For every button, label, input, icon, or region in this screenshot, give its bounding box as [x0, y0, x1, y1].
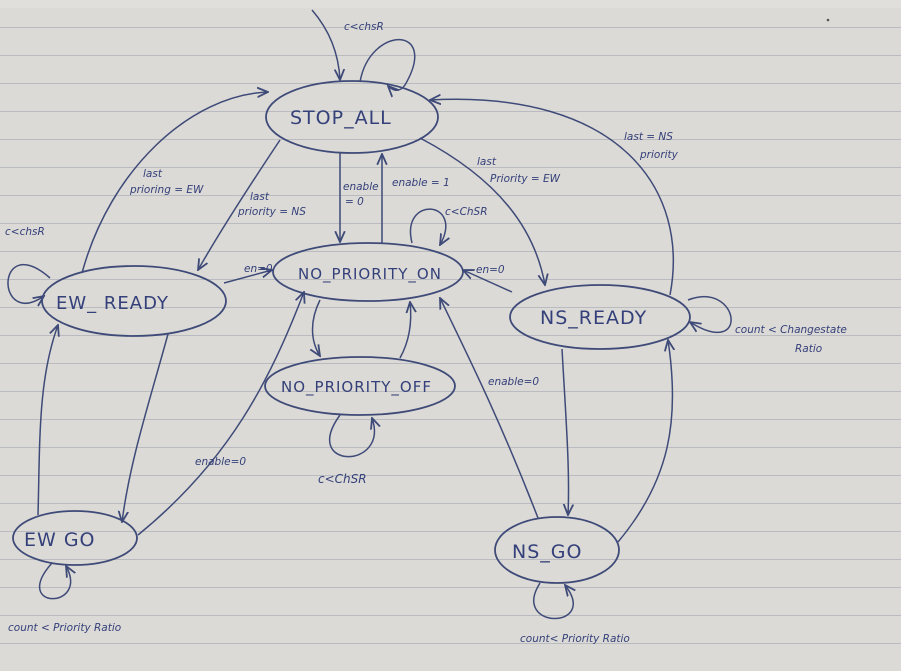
label-nsgo-to-npon: enable=0	[488, 376, 539, 388]
label-stop-to-ew-1: last	[250, 191, 270, 203]
edge-ew-go-to-no-priority-on	[137, 292, 304, 536]
label-ns-ready-self-2: Ratio	[795, 343, 822, 355]
state-label-no-priority-on: NO_PRIORITY_ON	[298, 265, 442, 284]
label-stop-to-npon-2: = 0	[345, 196, 364, 208]
edge-ew-ready-self-loop	[7, 264, 51, 304]
label-ew-to-stop-2: prioring = EW	[129, 184, 204, 196]
state-ns-ready	[509, 284, 691, 350]
label-ew-go-self: count < Priority Ratio	[8, 622, 121, 634]
label-npon-self: c<ChSR	[445, 206, 488, 218]
label-npoff-self: c<ChSR	[318, 472, 367, 486]
label-stop-to-ns-1: last	[477, 156, 497, 168]
edge-off-to-on	[399, 302, 411, 359]
label-stop-to-ns-2: Priority = EW	[490, 173, 561, 185]
label-npon-to-stop: enable = 1	[392, 177, 450, 189]
state-label-ew-go: EW GO	[24, 529, 96, 551]
state-stop-all	[265, 80, 439, 154]
label-stop-self: c<chsR	[344, 21, 384, 33]
label-ewgo-to-npon: enable=0	[195, 456, 246, 468]
edge-ns-go-to-ns-ready	[617, 340, 673, 543]
edge-no-priority-on-self-loop	[409, 208, 446, 245]
label-ns-to-npon: en=0	[476, 264, 505, 276]
edge-ew-ready-to-no-priority-on	[223, 270, 272, 284]
label-ns-to-stop-1: last = NS	[624, 131, 673, 143]
edge-ns-ready-to-no-priority-on	[463, 270, 513, 293]
edge-ew-go-self-loop	[38, 562, 71, 600]
edge-entry	[311, 9, 340, 80]
edge-ns-go-to-no-priority-on	[440, 298, 539, 519]
edge-stop-self-loop	[359, 38, 416, 91]
state-label-no-priority-off: NO_PRIORITY_OFF	[281, 378, 432, 397]
state-ns-go	[494, 516, 620, 584]
edge-ew-ready-to-stop	[81, 92, 268, 274]
edge-ew-go-to-ew-ready	[37, 325, 58, 516]
paper-top-edge	[0, 0, 901, 8]
label-ns-ready-self-1: count < Changestate	[735, 324, 847, 336]
edge-ns-ready-to-ns-go	[561, 348, 569, 515]
edge-ns-go-self-loop	[533, 582, 573, 620]
label-ew-to-stop-1: last	[143, 168, 163, 180]
edge-no-priority-off-self-loop	[328, 414, 375, 458]
edge-stop-to-ns-ready	[419, 137, 545, 285]
edge-on-to-off	[313, 299, 321, 356]
edge-stop-to-ew-ready	[198, 139, 281, 270]
state-label-ns-ready: NS_READY	[540, 307, 647, 329]
edge-ns-ready-self-loop	[687, 296, 732, 334]
label-ew-to-npon: en=0	[244, 263, 273, 275]
state-label-ns-go: NS_GO	[512, 541, 582, 563]
label-stop-to-ew-2: priority = NS	[237, 206, 306, 218]
label-ns-to-stop-2: priority	[639, 149, 679, 161]
state-label-ew-ready: EW_ READY	[56, 293, 169, 314]
label-ew-ready-self: c<chsR	[5, 226, 45, 238]
state-no-priority-off	[264, 356, 456, 416]
edge-ew-ready-to-ew-go	[122, 333, 169, 522]
paper-dot	[826, 18, 830, 22]
label-ns-go-self: count< Priority Ratio	[520, 633, 630, 645]
state-label-stop-all: STOP_ALL	[290, 107, 392, 129]
label-stop-to-npon-1: enable	[343, 181, 379, 193]
edge-ns-ready-to-stop	[430, 99, 674, 296]
